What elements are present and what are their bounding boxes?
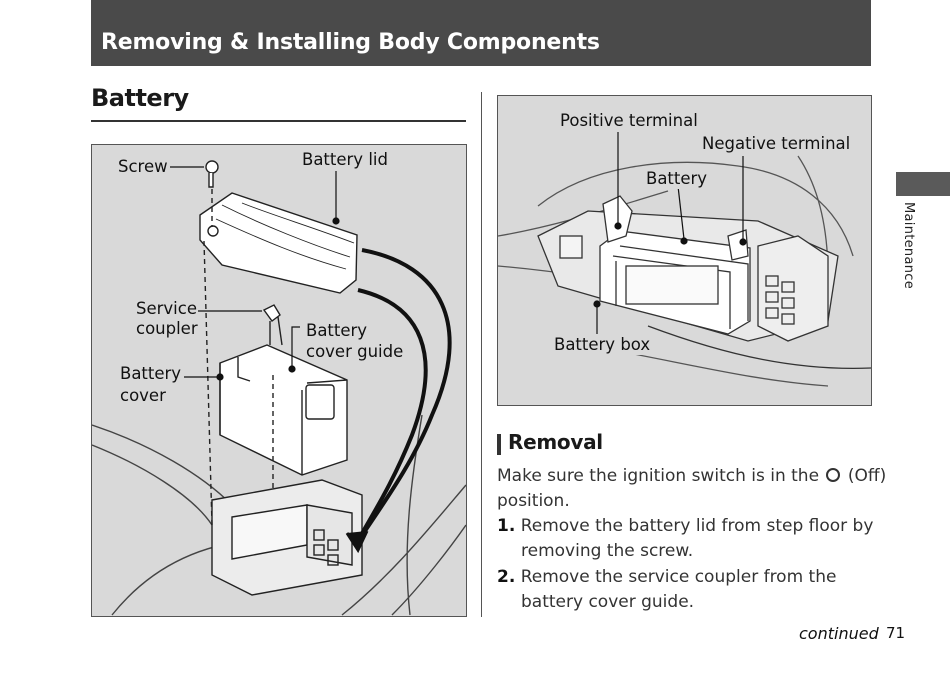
- step-1-text-line1: Remove the battery lid from step floor b…: [520, 516, 874, 536]
- removal-intro-off: (Off): [847, 466, 887, 486]
- header-bar: [91, 0, 871, 66]
- removal-intro-line1: Make sure the ignition switch is in the …: [497, 464, 886, 489]
- step-1: 1. Remove the battery lid from step floo…: [497, 514, 873, 539]
- label-battery-cover-guide-line1: Battery: [306, 321, 368, 340]
- maintenance-tab-label: Maintenance: [901, 202, 916, 290]
- page-header-title: Removing & Installing Body Components: [101, 30, 600, 55]
- section-title: Battery: [91, 84, 189, 112]
- continued-label: continued: [799, 624, 879, 643]
- label-service-coupler-line1: Service: [136, 299, 197, 318]
- label-service-coupler-line2: coupler: [136, 319, 198, 338]
- removal-intro-line2: position.: [497, 491, 570, 511]
- step-1-number: 1.: [497, 516, 516, 536]
- removal-intro-text: Make sure the ignition switch is in the: [497, 466, 820, 486]
- column-divider: [481, 92, 482, 617]
- battery-terminals-illustration: Positive terminal Negative terminal Batt…: [497, 95, 872, 406]
- page-number: 71: [886, 624, 906, 642]
- battery-terminals-drawing: [498, 132, 871, 387]
- label-battery: Battery: [644, 168, 710, 189]
- section-rule: [91, 120, 466, 122]
- label-battery-cover-guide-line2: cover guide: [306, 342, 404, 361]
- removal-heading-bar: [497, 434, 501, 455]
- step-1-text-line2: removing the screw.: [521, 541, 694, 561]
- removal-heading: Removal: [508, 430, 603, 454]
- step-2-text-line1: Remove the service coupler from the: [520, 567, 837, 587]
- label-screw: Screw: [116, 156, 170, 177]
- label-negative-terminal: Negative terminal: [700, 133, 853, 154]
- label-positive-terminal: Positive terminal: [558, 110, 700, 131]
- label-battery-cover-line1: Battery: [120, 364, 182, 383]
- step-2-number: 2.: [497, 567, 516, 587]
- maintenance-tab-marker: [896, 172, 950, 196]
- ignition-off-icon: [826, 468, 841, 482]
- label-battery-lid: Battery lid: [300, 149, 390, 170]
- step-2: 2. Remove the service coupler from the: [497, 565, 836, 590]
- battery-removal-illustration: Screw Battery lid Service coupler Batter…: [91, 144, 467, 617]
- label-battery-box: Battery box: [552, 334, 653, 355]
- label-battery-cover-line2: cover: [120, 386, 166, 405]
- step-2-text-line2: battery cover guide.: [521, 592, 695, 612]
- battery-removal-drawing: [92, 160, 466, 616]
